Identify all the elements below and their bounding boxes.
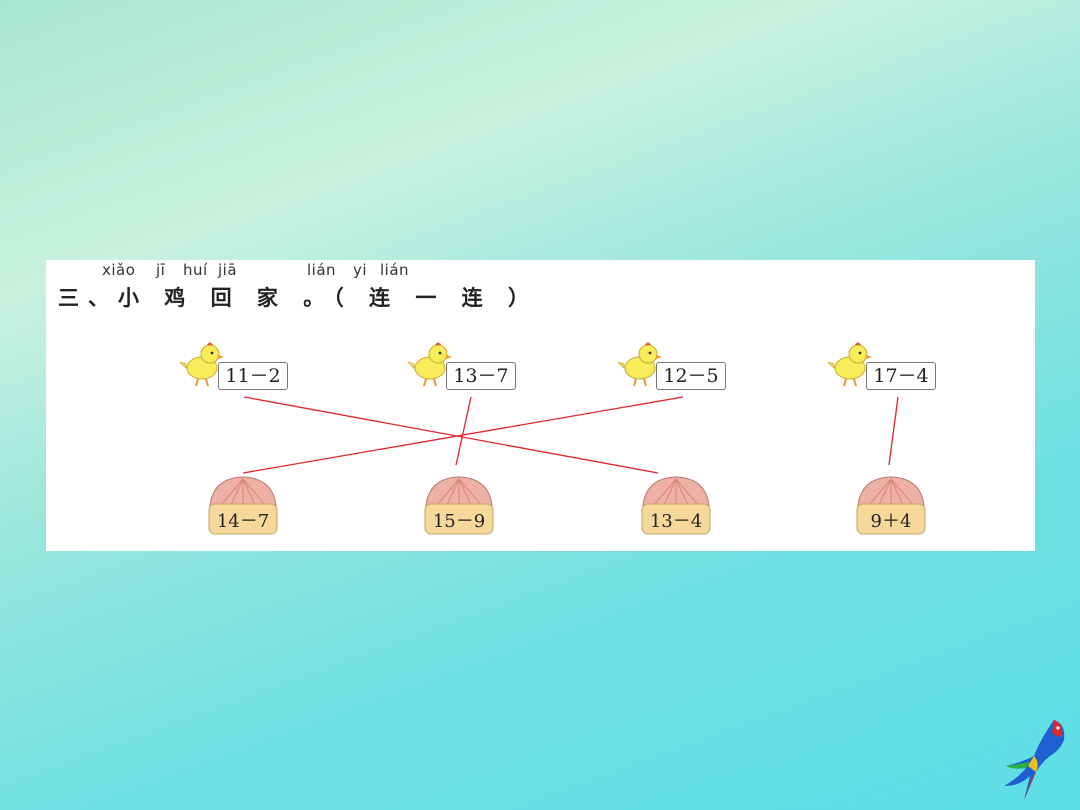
house-1[interactable]: 14－7 bbox=[207, 474, 279, 538]
chick-expression: 17－4 bbox=[866, 362, 936, 390]
pinyin-hui: huí bbox=[183, 261, 208, 279]
connection-lines bbox=[242, 396, 899, 474]
house-expression: 13－4 bbox=[649, 511, 703, 532]
chick-2[interactable]: 13－7 bbox=[408, 338, 528, 394]
pinyin-yi: yi bbox=[353, 261, 368, 279]
chick-icon bbox=[618, 342, 662, 387]
connection-line-2 bbox=[455, 396, 472, 466]
pinyin-xiao: xiǎo bbox=[102, 261, 136, 279]
exercise-title: 三、小 鸡 回 家 。（ 连 一 连 ） bbox=[58, 286, 538, 310]
pinyin-jia: jiā bbox=[218, 261, 238, 279]
connection-line-4 bbox=[888, 396, 899, 466]
chick-expression: 11－2 bbox=[218, 362, 288, 390]
chick-icon bbox=[828, 342, 872, 387]
chick-4[interactable]: 17－4 bbox=[828, 338, 948, 394]
exercise-panel: xiǎo jī huí jiā lián yi lián 三、小 鸡 回 家 。… bbox=[46, 260, 1035, 551]
chick-3[interactable]: 12－5 bbox=[618, 338, 738, 394]
connection-line-1 bbox=[243, 396, 659, 474]
house-4[interactable]: 9＋4 bbox=[855, 474, 927, 538]
straw-house-icon bbox=[424, 476, 494, 535]
straw-house-icon bbox=[208, 476, 278, 535]
parrot-logo-icon bbox=[1004, 720, 1065, 800]
house-expression: 14－7 bbox=[216, 511, 270, 532]
pinyin-lian-1: lián bbox=[307, 261, 337, 279]
house-expression: 15－9 bbox=[432, 511, 486, 532]
chick-icon bbox=[180, 342, 224, 387]
house-3[interactable]: 13－4 bbox=[640, 474, 712, 538]
chick-expression: 12－5 bbox=[656, 362, 726, 390]
pinyin-ji: jī bbox=[156, 261, 166, 279]
straw-house-icon bbox=[856, 476, 926, 535]
straw-house-icon bbox=[641, 476, 711, 535]
chick-1[interactable]: 11－2 bbox=[180, 338, 300, 394]
chick-icon bbox=[408, 342, 452, 387]
pinyin-lian-2: lián bbox=[380, 261, 410, 279]
chick-expression: 13－7 bbox=[446, 362, 516, 390]
house-expression: 9＋4 bbox=[870, 511, 912, 532]
connection-line-3 bbox=[242, 396, 684, 474]
house-2[interactable]: 15－9 bbox=[423, 474, 495, 538]
